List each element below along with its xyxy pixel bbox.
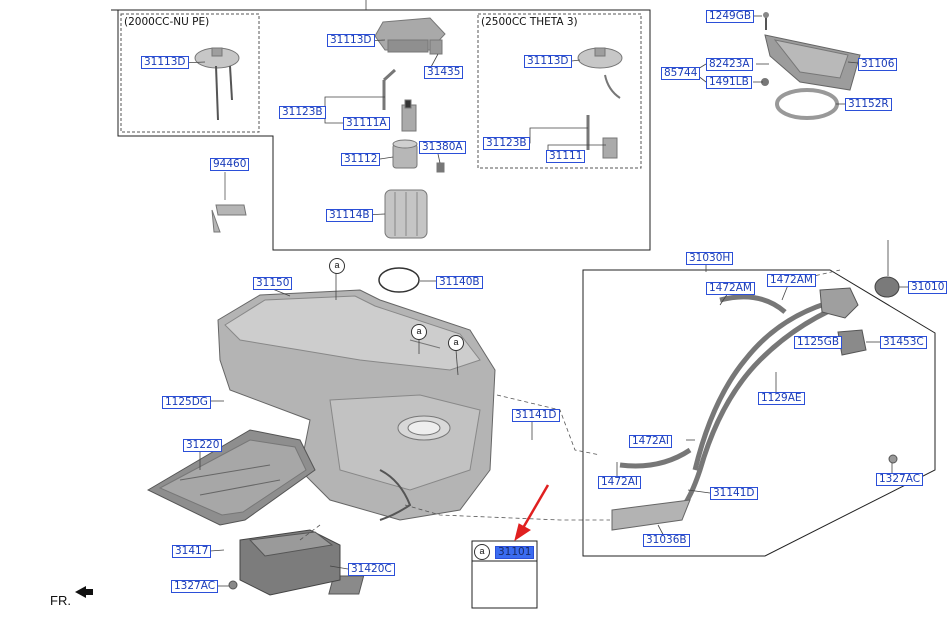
clip-1327AC <box>888 454 898 464</box>
callout-a-1: a <box>329 258 345 274</box>
part-label-31141D[interactable]: 31141D <box>512 409 560 422</box>
part-label-85744[interactable]: 85744 <box>661 67 701 80</box>
callout-a-inset: a <box>474 544 490 560</box>
section-title-theta3: (2500CC THETA 3) <box>481 16 578 28</box>
part-label-82423A[interactable]: 82423A <box>706 58 753 71</box>
filler-neck <box>619 294 856 512</box>
fuel-pump <box>392 139 445 173</box>
part-label-31220[interactable]: 31220 <box>183 439 223 452</box>
part-label-1249GB[interactable]: 1249GB <box>706 10 755 23</box>
part-label-31113D[interactable]: 31113D <box>327 34 375 47</box>
red-arrow <box>514 484 550 542</box>
part-label-31101-highlighted[interactable]: 31101 <box>495 546 535 559</box>
sender-assembly-box <box>111 9 651 251</box>
fuel-sender-theta3 <box>577 47 623 159</box>
o-ring <box>378 267 420 293</box>
filler-housing <box>819 287 867 356</box>
part-label-31030H[interactable]: 31030H <box>686 252 734 265</box>
part-label-31114B[interactable]: 31114B <box>326 209 373 222</box>
callout-a-2: a <box>411 324 427 340</box>
filler-neck-box <box>582 269 936 557</box>
part-label-31152R[interactable]: 31152R <box>845 98 892 111</box>
lock-ring <box>775 88 839 120</box>
part-label-31380A[interactable]: 31380A <box>419 141 466 154</box>
part-label-1327AC[interactable]: 1327AC <box>876 473 924 486</box>
part-label-31141D[interactable]: 31141D <box>710 487 758 500</box>
part-label-31112[interactable]: 31112 <box>341 153 381 166</box>
sender-cover <box>761 12 861 91</box>
sensor-94460 <box>211 172 247 233</box>
part-label-31417[interactable]: 31417 <box>172 545 212 558</box>
part-label-31113D[interactable]: 31113D <box>141 56 189 69</box>
part-label-1125DG[interactable]: 1125DG <box>162 396 211 409</box>
part-label-1129AE[interactable]: 1129AE <box>758 392 805 405</box>
front-arrow <box>75 586 93 598</box>
part-label-31123B[interactable]: 31123B <box>279 106 326 119</box>
part-label-1472AM[interactable]: 1472AM <box>706 282 755 295</box>
section-title-nu-pe: (2000CC-NU PE) <box>124 16 210 28</box>
part-label-31420C[interactable]: 31420C <box>348 563 395 576</box>
part-label-1491LB[interactable]: 1491LB <box>706 76 752 89</box>
nu-pe-dashed-box <box>120 13 260 133</box>
part-label-31435[interactable]: 31435 <box>424 66 464 79</box>
fuel-tank <box>217 289 496 521</box>
part-label-1472AM[interactable]: 1472AM <box>767 274 816 287</box>
inset-box <box>471 540 538 609</box>
part-label-31010[interactable]: 31010 <box>908 281 948 294</box>
filler-hose <box>611 499 691 531</box>
filler-cap <box>874 240 900 298</box>
part-label-1472AI[interactable]: 1472AI <box>598 476 642 489</box>
part-label-1327AC[interactable]: 1327AC <box>171 580 219 593</box>
fuel-strainer <box>384 189 428 239</box>
part-label-31111A[interactable]: 31111A <box>343 117 390 130</box>
part-label-31150[interactable]: 31150 <box>253 277 293 290</box>
part-label-1125GB[interactable]: 1125GB <box>794 336 843 349</box>
part-label-1472AI[interactable]: 1472AI <box>629 435 673 448</box>
fuel-pump-module <box>374 17 446 132</box>
front-direction-label: FR. <box>50 593 71 608</box>
part-label-31036B[interactable]: 31036B <box>643 534 690 547</box>
fuel-sender-nu <box>194 47 240 121</box>
canister <box>228 529 341 596</box>
part-label-31123B[interactable]: 31123B <box>483 137 530 150</box>
theta3-dashed-box <box>477 13 642 169</box>
dashed-connectors <box>299 269 841 541</box>
part-label-31111[interactable]: 31111 <box>546 150 586 163</box>
part-label-31453C[interactable]: 31453C <box>880 336 927 349</box>
heat-shield <box>146 429 316 526</box>
part-label-31140B[interactable]: 31140B <box>436 276 483 289</box>
part-label-94460[interactable]: 94460 <box>210 158 250 171</box>
part-label-31106[interactable]: 31106 <box>858 58 898 71</box>
part-label-31113D[interactable]: 31113D <box>524 55 572 68</box>
callout-a-3: a <box>448 335 464 351</box>
